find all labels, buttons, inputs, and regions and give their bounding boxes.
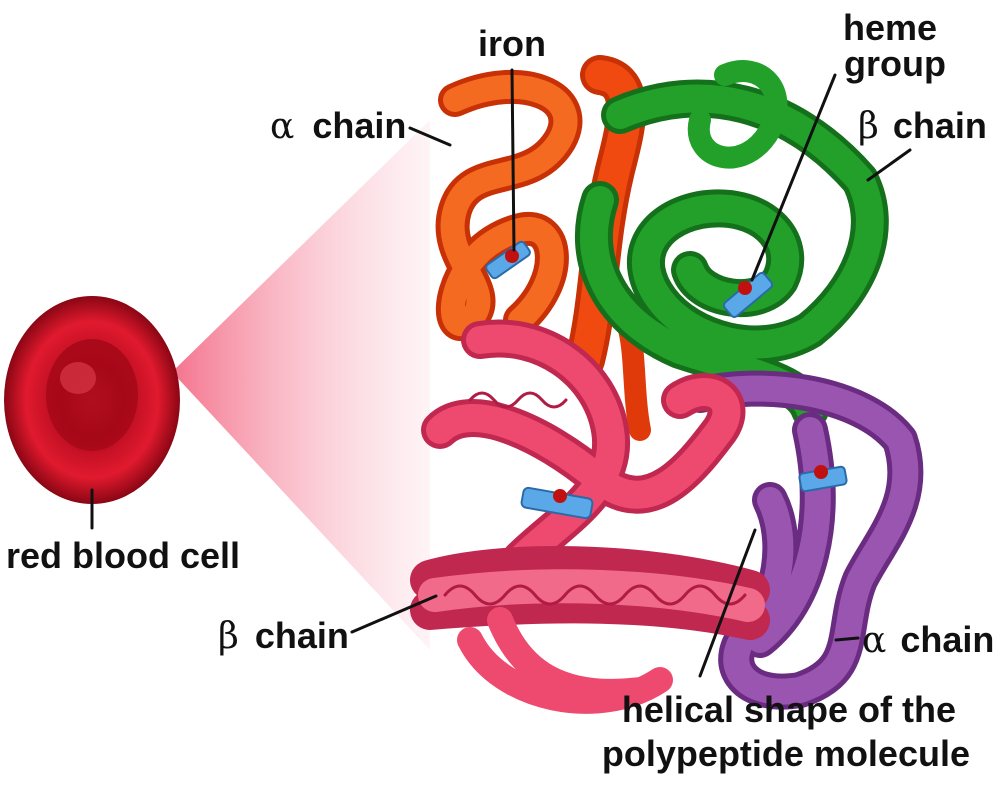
red-blood-cell-label: red blood cell [6, 535, 240, 576]
beta-chain-bottom [430, 338, 750, 700]
beta-chain-top-label: β chain [858, 105, 987, 147]
alpha-chain-bottom-label: α chain [862, 619, 994, 661]
iron-atom [738, 281, 752, 295]
chain-word: chain [312, 105, 406, 146]
alpha-bottom-leader [836, 638, 858, 640]
iron-label: iron [478, 23, 546, 64]
helical-label-line1: helical shape of the [622, 689, 956, 730]
iron-leader [512, 70, 514, 250]
alpha-chain-top-label: α chain [270, 105, 406, 147]
chain-word: chain [900, 619, 994, 660]
helical-label-line2: polypeptide molecule [602, 733, 970, 774]
heme-group-label: heme group [843, 7, 947, 84]
alpha-symbol: α [862, 620, 886, 661]
beta-top-leader [868, 150, 910, 180]
iron-atom [505, 249, 519, 263]
heme-label-line2: group [844, 43, 946, 84]
alpha-symbol: α [270, 106, 294, 147]
chain-word: chain [255, 615, 349, 656]
iron-atom [553, 489, 567, 503]
beta-symbol: β [218, 616, 239, 657]
helical-shape-label: helical shape of the polypeptide molecul… [602, 689, 970, 774]
beta-chain-bottom-label: β chain [218, 615, 349, 657]
heme-label-line1: heme [843, 7, 937, 48]
iron-atom [814, 465, 828, 479]
beta-symbol: β [858, 106, 879, 147]
red-blood-cell [4, 296, 180, 504]
chain-word: chain [893, 105, 987, 146]
